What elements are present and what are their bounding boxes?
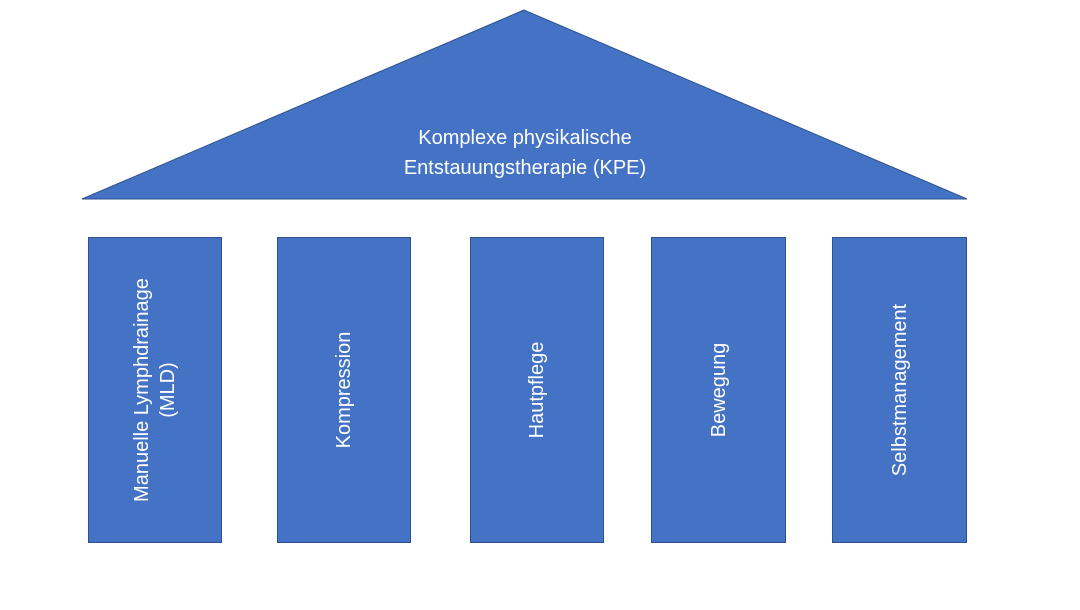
pillar-label-line-1: Bewegung	[707, 342, 730, 438]
pillar-label-line-1: Selbstmanagement	[888, 303, 911, 477]
pillar-kompression: Kompression	[277, 237, 411, 543]
pillar-label: Selbstmanagement	[887, 245, 913, 535]
pillar-mld: Manuelle Lymphdrainage (MLD)	[88, 237, 222, 543]
pillar-hautpflege: Hautpflege	[470, 237, 604, 543]
pillar-label: Kompression	[331, 245, 357, 535]
roof-title-line-1: Komplexe physikalische	[418, 127, 632, 149]
roof-triangle	[81, 9, 968, 200]
pillar-label: Bewegung	[706, 245, 732, 535]
pillar-selbstmanagement: Selbstmanagement	[832, 237, 967, 543]
pillar-label-line-1: Manuelle Lymphdrainage	[131, 278, 153, 502]
pillar-label-line-2: (MLD)	[157, 362, 179, 418]
pillar-label-line-1: Kompression	[333, 331, 355, 449]
pillar-label-line-1: Hautpflege	[526, 341, 548, 439]
pillar-bewegung: Bewegung	[651, 237, 786, 543]
pillar-label: Hautpflege	[524, 245, 550, 535]
roof-title-line-2: Entstauungstherapie (KPE)	[403, 157, 647, 179]
pillar-label: Manuelle Lymphdrainage (MLD)	[129, 245, 181, 535]
